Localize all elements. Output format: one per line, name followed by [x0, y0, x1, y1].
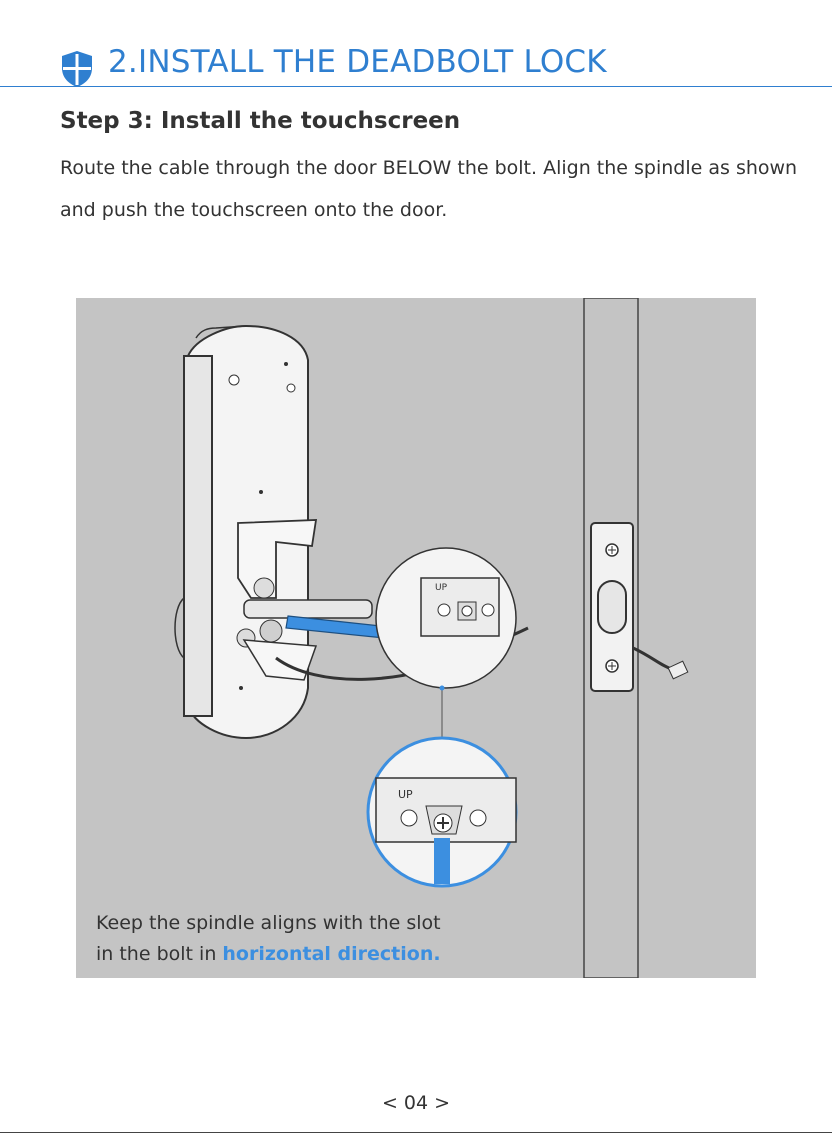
header-divider: [0, 86, 832, 87]
step-instructions: Route the cable through the door BELOW t…: [60, 147, 820, 231]
zoom-spindle: [434, 838, 450, 884]
bolt-detail-circle: UP: [376, 548, 516, 688]
caption-line-2: in the bolt in horizontal direction.: [96, 939, 441, 970]
section-header: 2.INSTALL THE DEADBOLT LOCK: [0, 0, 832, 90]
caption-line-1: Keep the spindle aligns with the slot: [96, 908, 441, 939]
footer-divider: [0, 1132, 832, 1133]
section-title: 2.INSTALL THE DEADBOLT LOCK: [108, 44, 607, 80]
caption-prefix: in the bolt in: [96, 943, 222, 965]
cable-connector: [668, 661, 688, 679]
step-title: Step 3: Install the touchscreen: [60, 108, 460, 134]
page-number: < 04 >: [0, 1092, 832, 1114]
door-cable: [633, 648, 674, 670]
touchscreen-unit: [175, 326, 372, 738]
zoom-up-label: UP: [398, 788, 413, 801]
up-label: UP: [435, 583, 448, 593]
zoom-detail-circle: UP: [368, 738, 516, 886]
figure-caption: Keep the spindle aligns with the slot in…: [96, 908, 441, 970]
strike-plate: [591, 523, 633, 691]
installation-illustration: UP UP Keep the spindle aligns with the s…: [76, 298, 756, 978]
touchscreen-install-diagram: UP UP: [76, 298, 756, 978]
caption-highlight: horizontal direction.: [222, 943, 440, 965]
shield-icon: [60, 50, 94, 88]
